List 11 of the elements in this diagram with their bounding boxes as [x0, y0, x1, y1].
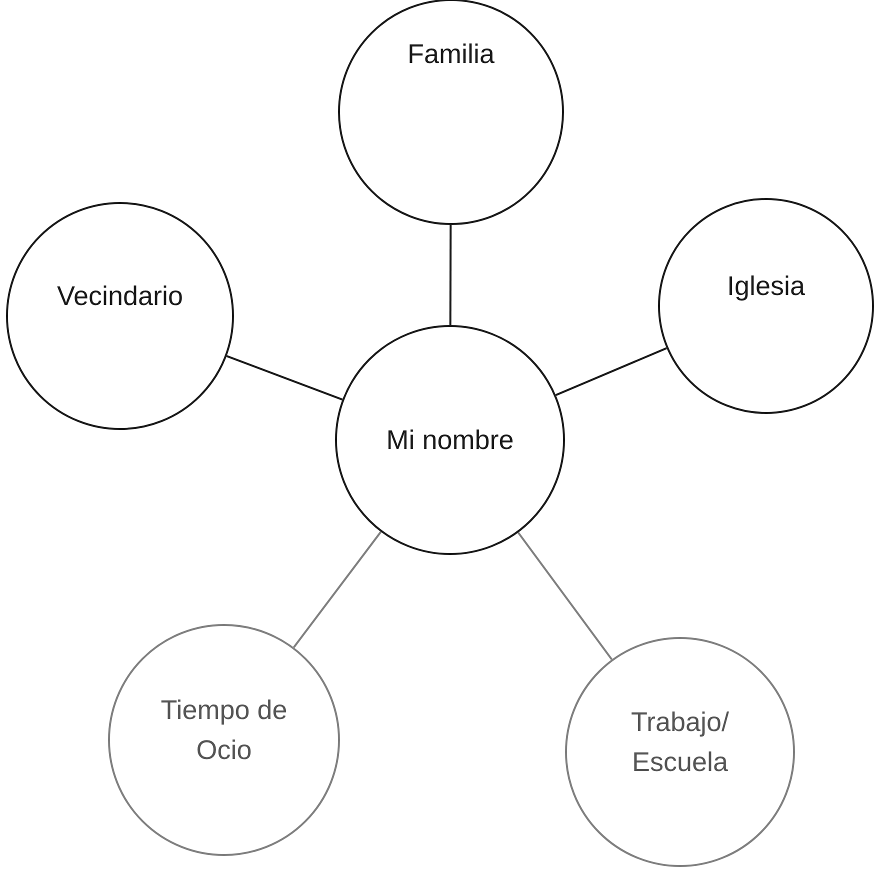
topic-label: Mi nombre	[385, 424, 515, 457]
topic-label: Tiempo de Ocio	[160, 694, 288, 767]
topic-label: Vecindario	[56, 280, 184, 313]
connector-line	[293, 531, 382, 648]
topic-label: Trabajo/ Escuela	[630, 706, 730, 779]
connector-line	[226, 355, 343, 400]
connector-line	[517, 532, 613, 660]
connector-line	[449, 225, 452, 325]
connector-line	[555, 347, 667, 396]
topic-label: Familia	[406, 38, 496, 71]
topic-label: Iglesia	[726, 270, 806, 303]
